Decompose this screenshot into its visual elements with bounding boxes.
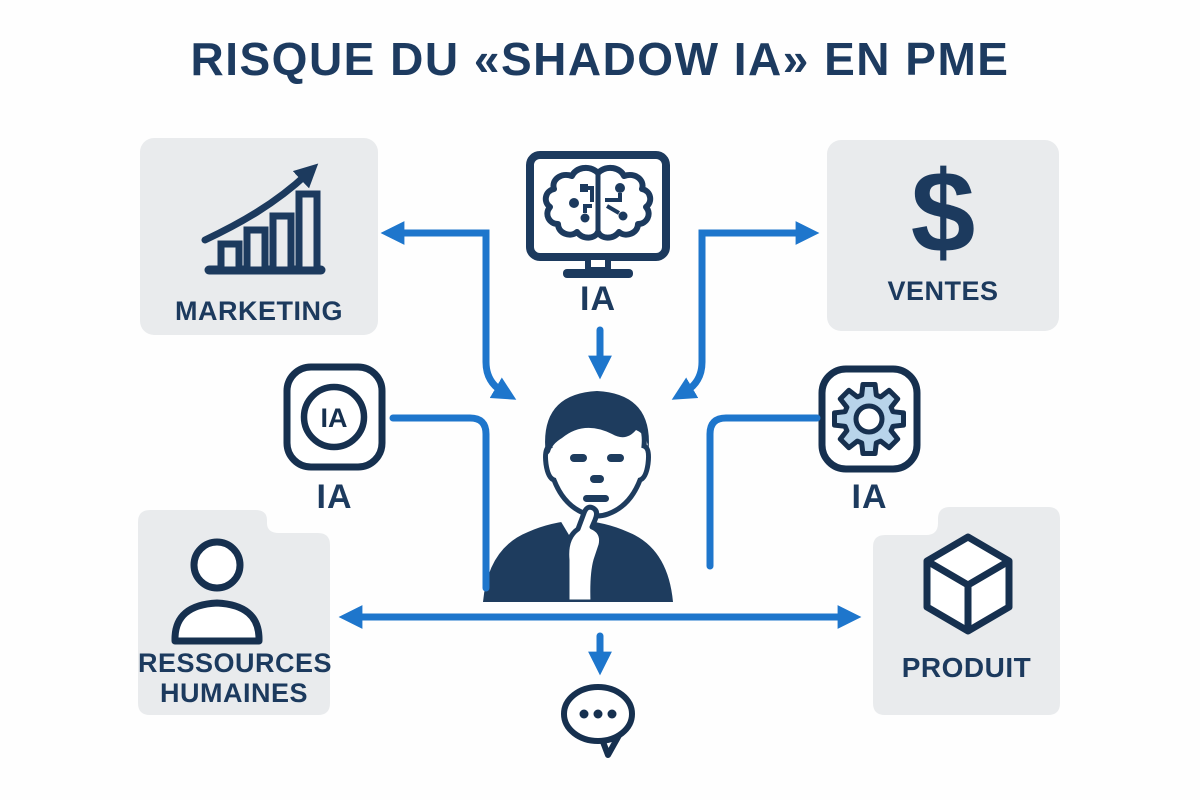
marketing-box: MARKETING xyxy=(140,138,378,335)
rh-label-line2: HUMAINES xyxy=(159,678,308,709)
person-icon xyxy=(171,538,263,645)
monitor-brain-icon xyxy=(526,151,670,278)
ventes-label: VENTES xyxy=(887,276,999,306)
ia-badge-label: IA xyxy=(316,478,353,516)
ia-badge-text: IA xyxy=(321,403,348,433)
cube-icon xyxy=(923,533,1013,635)
line-ia-badge-to-person xyxy=(389,414,490,592)
line-gear-to-person xyxy=(706,414,821,570)
ia-circle-badge-icon: IA xyxy=(283,363,386,471)
gear-icon xyxy=(818,365,921,473)
speech-bubble-icon xyxy=(561,684,635,758)
ventes-box: $ VENTES xyxy=(827,140,1059,331)
produit-label: PRODUIT xyxy=(901,652,1032,683)
page-title: RISQUE DU «SHADOW IA» EN PME xyxy=(190,33,1010,85)
thinking-person-icon xyxy=(483,391,673,602)
rh-label-line1: RESSOURCES xyxy=(138,648,333,678)
produit-box xyxy=(873,507,1060,715)
ia-monitor-label: IA xyxy=(580,280,616,318)
dollar-icon: $ xyxy=(910,147,976,277)
arrow-monitor-to-ventes-and-person xyxy=(671,221,820,400)
arrow-monitor-to-marketing-and-person xyxy=(380,221,517,400)
marketing-label: MARKETING xyxy=(175,296,343,326)
ia-gear-label: IA xyxy=(851,478,888,516)
rh-box xyxy=(138,510,330,715)
rh-label: RESSOURCES HUMAINES xyxy=(138,648,333,709)
growth-bar-chart-icon xyxy=(201,163,326,275)
